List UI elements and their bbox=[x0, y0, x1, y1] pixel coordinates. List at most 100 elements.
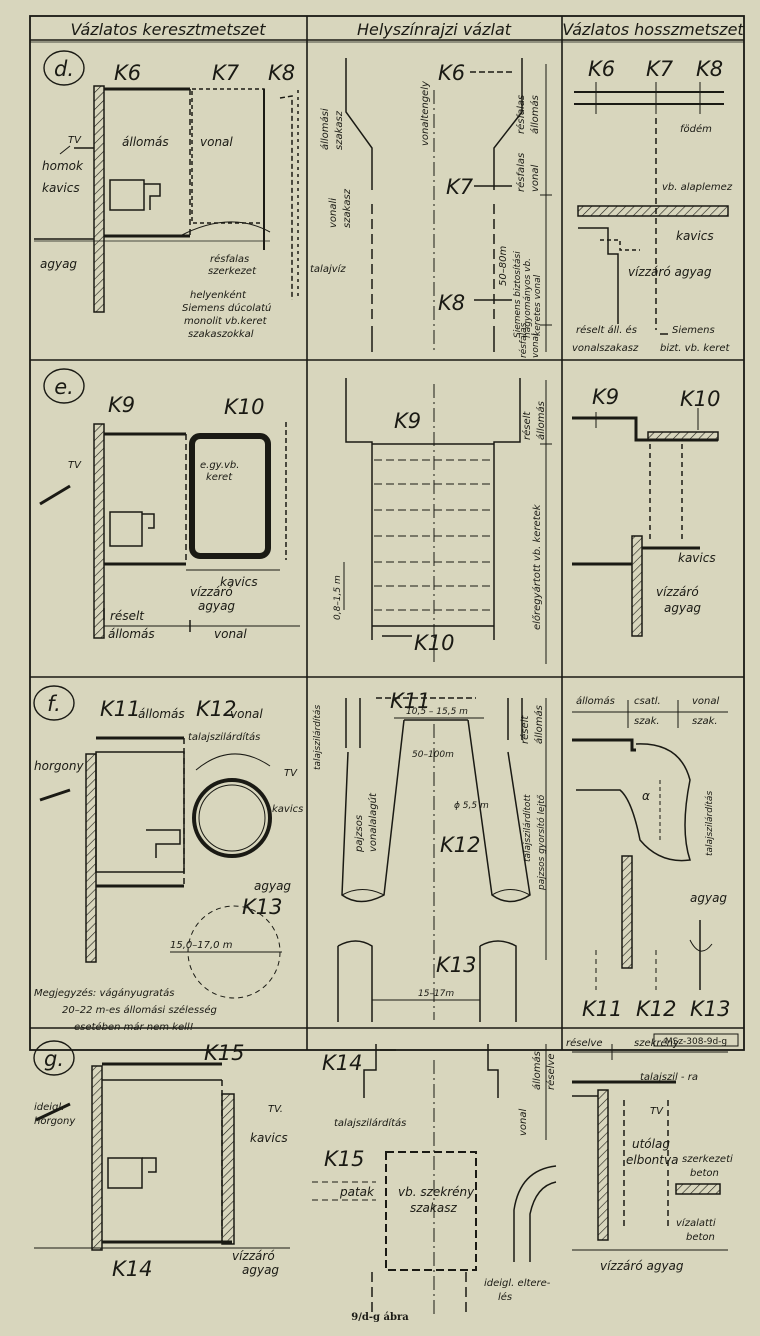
row-d-cross-k6: K6 bbox=[114, 61, 141, 85]
row-e-cross-allomas: állomás bbox=[108, 627, 155, 641]
row-e-cross-reselt: réselt bbox=[110, 609, 145, 623]
row-g-plan-drawing bbox=[312, 1044, 557, 1316]
row-e-cross-keret-1: e.gy.vb. bbox=[200, 460, 239, 471]
row-g-long-talaj: talajszil - ra bbox=[640, 1072, 698, 1083]
row-e-long-k10: K10 bbox=[680, 387, 721, 411]
row-d-cross-note-2: Siemens dúcolatú bbox=[182, 302, 271, 314]
row-g-long-utolag-2: elbontva bbox=[626, 1153, 678, 1167]
row-f-plan-talaj: talajszilárdítás bbox=[313, 705, 323, 770]
row-d-cross-note-4: szakaszokkal bbox=[188, 329, 254, 340]
table-frame bbox=[29, 15, 745, 1051]
row-g-long-szerkezeti-1: szerkezeti bbox=[682, 1154, 733, 1165]
header-cross-section: Vázlatos keresztmetszet bbox=[71, 20, 267, 39]
row-g-plan-k14: K14 bbox=[322, 1051, 363, 1075]
row-e-plan-elore: előregyártott vb. keretek bbox=[531, 503, 543, 630]
row-e-long-agyag-1: vízzáró bbox=[656, 585, 699, 599]
row-d-plan-szakasz-1: szakasz bbox=[342, 188, 353, 228]
row-f-plan-k13: K13 bbox=[436, 953, 477, 977]
row-d-plan-drawing bbox=[345, 58, 552, 352]
row-f-letter: f. bbox=[47, 692, 61, 716]
row-f-long-vonal-1: vonal bbox=[692, 696, 720, 707]
row-d-plan-reselt-3: résfalas bbox=[518, 322, 529, 358]
row-f-plan-pajzsos-1: pajzsos bbox=[354, 815, 365, 853]
row-e-long-kavics: kavics bbox=[678, 551, 716, 565]
row-g-cross-tv: TV. bbox=[268, 1104, 283, 1115]
row-f-long-k11: K11 bbox=[582, 997, 623, 1021]
row-d-plan-allomasi: állomási bbox=[319, 108, 331, 150]
row-e-cross-tv: TV bbox=[68, 460, 82, 471]
row-d-cross-resfalas-2: szerkezet bbox=[208, 266, 257, 277]
row-g-cross-agyag-1: vízzáró bbox=[232, 1249, 275, 1263]
row-d-long-bottom-3: Siemens bbox=[672, 325, 715, 336]
row-g-plan-talaj: talajszilárdítás bbox=[334, 1117, 406, 1129]
row-d-long-alaplemez: vb. alaplemez bbox=[662, 182, 733, 193]
row-letter-markers bbox=[33, 50, 85, 1076]
row-d-plan-vonal-3: vonal bbox=[531, 333, 541, 358]
row-d-long-agyag: vízzáró agyag bbox=[628, 265, 712, 279]
row-e-plan-k9: K9 bbox=[394, 409, 421, 433]
row-e-cross-agyag-1: vízzáró bbox=[190, 585, 233, 599]
row-f-plan-diameter: ϕ 5,5 m bbox=[454, 801, 489, 811]
row-g-long-szerkezeti-2: beton bbox=[690, 1168, 719, 1179]
row-g-long-section-drawing bbox=[572, 1044, 728, 1251]
figure-caption: 9/d-g ábra bbox=[351, 1312, 409, 1323]
row-e-plan-dimension: 0,8–1,5 m bbox=[333, 575, 343, 620]
row-g-cross-k15: K15 bbox=[204, 1041, 245, 1065]
row-g-plan-allomas: állomás bbox=[531, 1051, 543, 1090]
row-f-plan-drawing bbox=[337, 697, 547, 1022]
row-e-plan-reselt: réselt bbox=[521, 411, 533, 440]
row-g-long-utolag-1: utólag bbox=[632, 1137, 670, 1151]
row-d-plan-k8: K8 bbox=[438, 291, 465, 315]
row-g-cross-ideigl-1: ideigl. bbox=[34, 1102, 64, 1113]
row-f-cross-talaj: talajszilárdítás bbox=[188, 731, 260, 743]
row-d-long-section-drawing bbox=[574, 82, 729, 335]
row-f-cross-section-drawing bbox=[39, 736, 282, 999]
row-d-plan-vonali: vonali bbox=[328, 198, 339, 228]
row-f-long-talaj: talajszilárdítás bbox=[705, 791, 715, 856]
row-e-plan-k10: K10 bbox=[414, 631, 455, 655]
row-f-long-csatl-2: szak. bbox=[634, 716, 660, 727]
row-f-cross-tv: TV bbox=[284, 768, 298, 779]
row-f-long-vonal-2: szak. bbox=[692, 716, 718, 727]
row-d-plan-reselt-1: résfalas bbox=[515, 95, 527, 134]
row-f-cross-dimension: 15,0–17,0 m bbox=[170, 940, 233, 951]
row-f-plan-allomas: állomás bbox=[533, 705, 545, 744]
row-f-plan-reselt: réselt bbox=[519, 715, 531, 744]
row-d-long-k8: K8 bbox=[696, 57, 723, 81]
row-e-cross-vonal: vonal bbox=[214, 627, 247, 641]
row-g-cross-kavics: kavics bbox=[250, 1131, 288, 1145]
row-f-long-agyag: agyag bbox=[690, 891, 727, 905]
row-g-letter: g. bbox=[44, 1047, 64, 1071]
row-d-letter: d. bbox=[54, 57, 74, 81]
header-longitudinal-section: Vázlatos hosszmetszet bbox=[562, 20, 744, 39]
row-g-long-vizalatti-2: beton bbox=[686, 1232, 715, 1243]
row-d-plan-reselt-2: résfalas bbox=[515, 153, 527, 192]
row-g-plan-ideigl-1: ideigl. eltere- bbox=[484, 1278, 551, 1289]
row-d-long-k6: K6 bbox=[588, 57, 615, 81]
row-f-cross-vonal: vonal bbox=[230, 707, 263, 721]
row-d-plan-siemens-1: Siemens biztosítási bbox=[513, 251, 523, 338]
row-e-cross-keret-2: keret bbox=[206, 472, 233, 483]
row-g-long-reselve: réselve bbox=[566, 1037, 602, 1049]
row-f-long-alpha: α bbox=[642, 789, 650, 803]
row-d-cross-vonal: vonal bbox=[200, 135, 233, 149]
row-g-plan-patak: patak bbox=[339, 1185, 375, 1199]
row-g-long-tv: TV bbox=[650, 1106, 664, 1117]
row-g-cross-agyag-2: agyag bbox=[242, 1263, 279, 1277]
row-f-plan-dim-1: 10,5 – 15,5 m bbox=[406, 707, 468, 717]
row-f-cross-note-1: Megjegyzés: vágányugratás bbox=[34, 987, 174, 999]
row-d-cross-agyag: agyag bbox=[40, 257, 77, 271]
row-d-cross-tv: TV bbox=[68, 135, 82, 146]
row-d-plan-k6: K6 bbox=[438, 61, 465, 85]
row-d-cross-k7: K7 bbox=[212, 61, 240, 85]
row-g-plan-ideigl-2: lés bbox=[498, 1291, 512, 1303]
row-e-long-agyag-2: agyag bbox=[664, 601, 701, 615]
row-f-plan-k11: K11 bbox=[390, 689, 431, 713]
row-g-cross-section-drawing bbox=[34, 1062, 290, 1251]
header-site-plan: Helyszínrajzi vázlat bbox=[357, 20, 512, 39]
row-g-cross-ideigl-2: horgony bbox=[34, 1116, 76, 1127]
row-f-cross-note-3: esetében már nem kell! bbox=[74, 1021, 194, 1033]
row-e-cross-kavics: kavics bbox=[220, 575, 258, 589]
row-d-plan-siemens-2: hagyományos vb. bbox=[523, 258, 533, 338]
